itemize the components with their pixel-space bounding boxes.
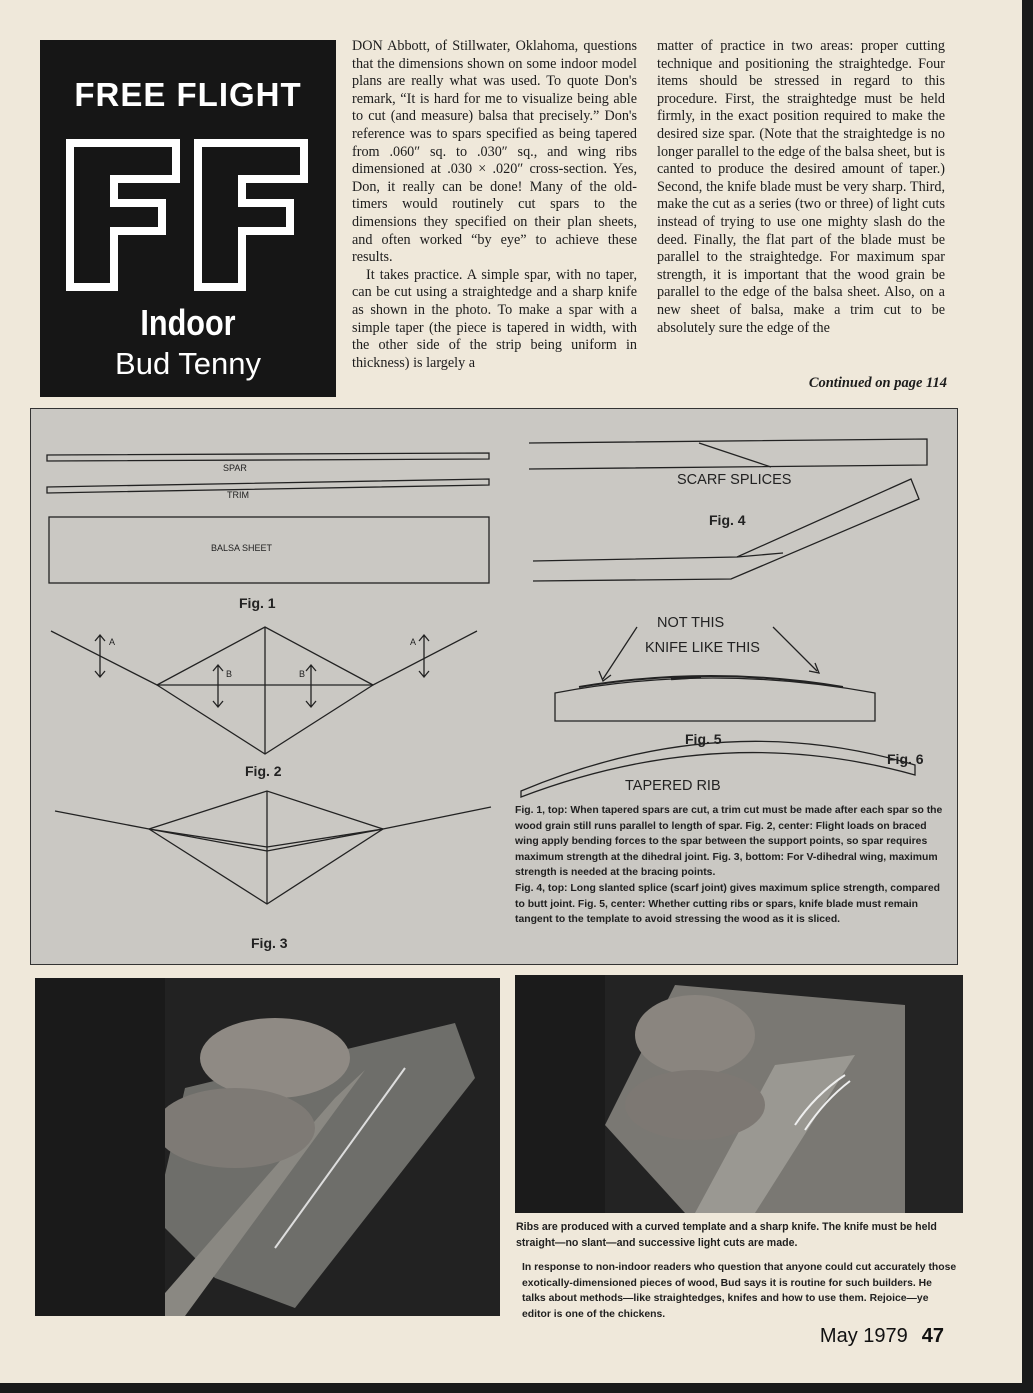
fig4-label: Fig. 4 <box>709 512 746 528</box>
editor-note: In response to non-indoor readers who qu… <box>522 1262 957 1320</box>
article-paragraph: DON Abbott, of Stillwater, Oklahoma, que… <box>352 38 637 266</box>
photo-rib-template-image <box>515 975 963 1213</box>
page-number: 47 <box>921 1325 944 1347</box>
diagram-caption: Fig. 1, top: When tapered spars are cut,… <box>515 805 943 878</box>
article-column-1: DON Abbott, of Stillwater, Oklahoma, que… <box>352 38 637 372</box>
column-subtitle: Indoor <box>140 302 236 343</box>
spar-label: SPAR <box>223 463 247 473</box>
fig1-label: Fig. 1 <box>239 595 276 611</box>
continued-note[interactable]: Continued on page 114 <box>808 375 947 391</box>
photo-straightedge-image <box>35 978 500 1316</box>
fig2-label: Fig. 2 <box>245 763 282 779</box>
section-title: FREE FLIGHT <box>74 76 302 113</box>
fig3-label: Fig. 3 <box>251 935 288 951</box>
column-header: FREE FLIGHT Indoor Bud Tenny <box>40 40 336 397</box>
photo-cutting-ribs <box>515 975 963 1213</box>
tapered-rib-label: TAPERED RIB <box>625 778 721 794</box>
fig6-drawing <box>520 740 916 798</box>
fig5-label: Fig. 5 <box>685 731 722 747</box>
fig3-drawing <box>54 790 492 905</box>
balsa-sheet-label: BALSA SHEET <box>211 543 273 553</box>
trim-label: TRIM <box>227 490 249 500</box>
label-a-right: A <box>410 637 417 647</box>
ff-logo <box>66 139 308 291</box>
page-footer: May 1979 47 <box>820 1325 944 1348</box>
article-column-2: matter of practice in two areas: proper … <box>657 38 945 337</box>
label-b-left: B <box>226 669 233 679</box>
author-name: Bud Tenny <box>115 346 261 381</box>
photo-caption: Ribs are produced with a curved template… <box>516 1221 937 1249</box>
fig1-drawing <box>46 452 490 584</box>
fig4-drawing <box>528 438 928 582</box>
diagram-panel: SPAR TRIM BALSA SHEET Fig. 1 A A B B Fig… <box>30 408 958 965</box>
label-a-left: A <box>109 637 116 647</box>
knife-like-this-label: KNIFE LIKE THIS <box>645 640 760 656</box>
fig2-drawing <box>50 626 478 755</box>
photo-cutting-spar <box>35 978 500 1316</box>
article-paragraph: matter of practice in two areas: proper … <box>657 38 945 336</box>
article-paragraph: It takes practice. A simple spar, with n… <box>352 266 637 371</box>
not-this-label: NOT THIS <box>657 615 725 631</box>
scarf-splices-label: SCARF SPLICES <box>677 472 792 488</box>
fig5-drawing <box>554 626 876 722</box>
label-b-right: B <box>299 669 306 679</box>
fig6-label: Fig. 6 <box>887 751 924 767</box>
diagram-caption-2: Fig. 4, top: Long slanted splice (scarf … <box>515 883 940 925</box>
figure-drawings <box>46 438 928 905</box>
issue-date: May 1979 <box>819 1325 908 1347</box>
